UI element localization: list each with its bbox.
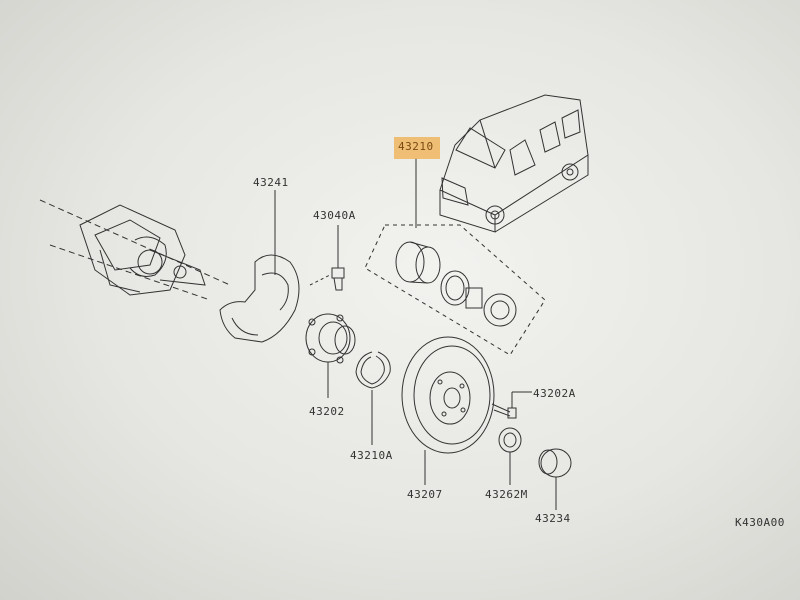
part-label-43262m[interactable]: 43262M xyxy=(485,488,528,501)
snap-ring-drawing xyxy=(355,351,391,445)
part-label-43207[interactable]: 43207 xyxy=(407,488,443,501)
screw-43202a-drawing xyxy=(491,391,532,419)
part-label-43241[interactable]: 43241 xyxy=(253,176,289,189)
highlight-box-43210 xyxy=(394,137,440,159)
nut-43262m-drawing xyxy=(498,427,522,485)
part-label-43234[interactable]: 43234 xyxy=(535,512,571,525)
bearing-kit-drawing xyxy=(364,158,546,356)
part-label-43210[interactable]: 43210 xyxy=(398,140,434,153)
backing-plate-drawing xyxy=(219,190,300,343)
part-label-43210a[interactable]: 43210A xyxy=(350,449,393,462)
van-illustration xyxy=(439,94,589,233)
part-label-43202a[interactable]: 43202A xyxy=(533,387,576,400)
bolt-43040a-drawing xyxy=(309,225,345,291)
axle-knuckle-drawing xyxy=(39,199,231,301)
cap-43234-drawing xyxy=(538,448,572,510)
brake-disc-drawing xyxy=(401,336,495,485)
hub-43202-drawing xyxy=(305,313,356,398)
part-label-43040a[interactable]: 43040A xyxy=(313,209,356,222)
drawing-code-label: K430A00 xyxy=(735,516,785,529)
part-label-43202[interactable]: 43202 xyxy=(309,405,345,418)
